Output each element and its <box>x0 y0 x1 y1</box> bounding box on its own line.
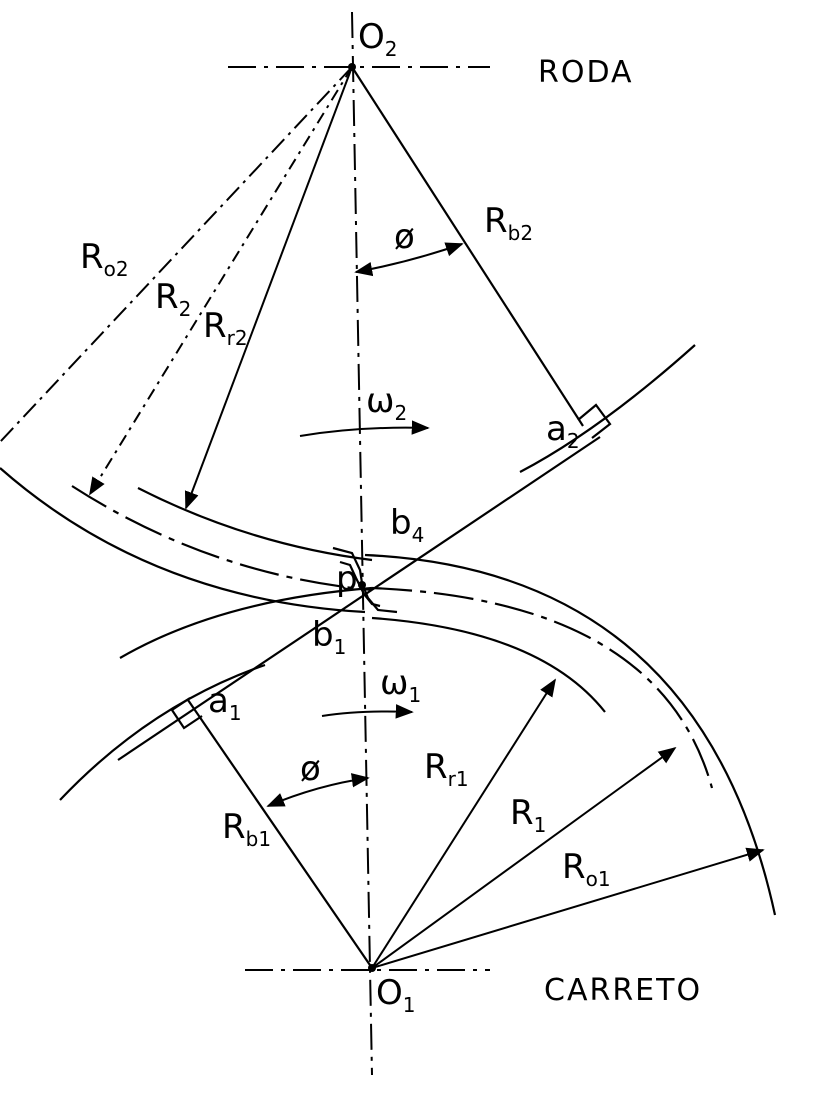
a1-right-angle <box>170 697 203 730</box>
omega2-arrow <box>299 420 430 437</box>
rr1-label: Rr1 <box>424 747 469 791</box>
addendum-circle-1 <box>364 553 777 916</box>
centre-line <box>351 11 373 1076</box>
o1-point <box>368 964 376 972</box>
phi-bottom-label: ø <box>300 749 321 789</box>
b1-label: b1 <box>312 615 346 659</box>
addendum-circle-2 <box>0 467 366 614</box>
base-circle-2-arc <box>519 344 696 473</box>
pitch-circle-1 <box>371 586 714 789</box>
addendum-arc-1-left <box>119 586 373 659</box>
rb2-label: Rb2 <box>484 201 533 245</box>
o2-point <box>348 63 356 71</box>
rb1-line <box>187 699 373 969</box>
r2-label: R2 <box>155 277 191 321</box>
rr1-line <box>371 678 556 969</box>
o2-label: O2 <box>358 17 398 61</box>
phi-arc-bottom <box>266 773 370 807</box>
omega2-label: ω2 <box>366 381 407 425</box>
ro2-line <box>0 66 353 443</box>
phi-top-label: ø <box>394 217 415 257</box>
phi-arc-top <box>354 242 464 277</box>
r1-line <box>371 746 677 969</box>
rr2-line <box>184 66 353 510</box>
r1-label: R1 <box>510 793 546 837</box>
roda-label: RODA <box>538 55 634 90</box>
omega1-label: ω1 <box>380 663 421 707</box>
b4-label: b4 <box>390 503 424 547</box>
a2-right-angle <box>577 403 612 439</box>
base-circle-1-arc <box>59 663 266 801</box>
ro1-line <box>371 847 765 969</box>
o1-label: O1 <box>376 973 416 1017</box>
rr2-label: Rr2 <box>203 306 248 350</box>
line-of-action <box>117 436 601 761</box>
root-circle-1 <box>371 616 606 713</box>
a2-label: a2 <box>546 409 580 453</box>
r2-line <box>89 66 353 496</box>
omega1-arrow <box>321 704 414 719</box>
ro1-label: Ro1 <box>562 847 611 891</box>
root-circle-2 <box>137 487 373 562</box>
pitch-point <box>358 581 366 589</box>
pitch-circle-2 <box>71 485 373 592</box>
carreto-label: CARRETO <box>544 973 702 1008</box>
ro2-label: Ro2 <box>80 237 129 281</box>
pitch-point-label: p <box>336 559 358 599</box>
a1-label: a1 <box>208 681 242 725</box>
rb1-label: Rb1 <box>222 807 271 851</box>
rb2-line <box>351 66 584 427</box>
